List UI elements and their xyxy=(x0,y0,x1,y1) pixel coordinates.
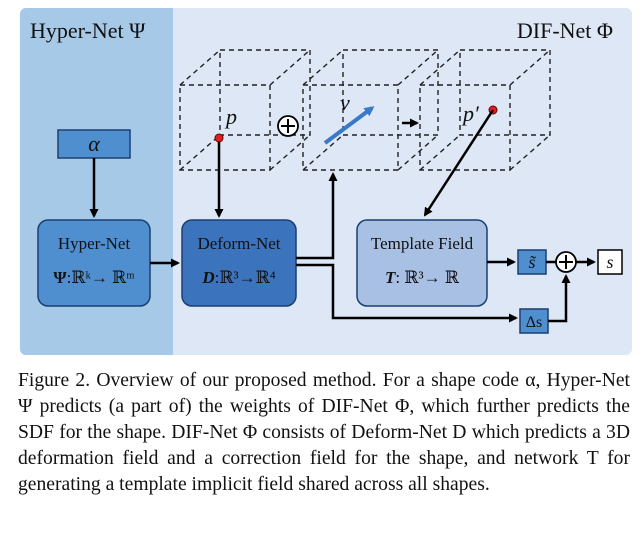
deformation-cube xyxy=(302,49,439,171)
s-tilde-box xyxy=(517,249,547,275)
alpha-label: α xyxy=(88,131,100,156)
delta-s-box xyxy=(519,308,549,334)
figure-caption-text: Figure 2. Overview of our proposed metho… xyxy=(18,370,630,495)
hypernet-box xyxy=(37,219,151,307)
deform-formula-mapping: :ℝ³→ℝ⁴ xyxy=(215,268,276,287)
deformation-vector-arrow xyxy=(323,106,375,145)
template-formula-symbol: T xyxy=(385,268,396,287)
template-field-box-formula: T: ℝ³→ ℝ xyxy=(385,268,460,287)
hypernet-box-title: Hyper-Net xyxy=(58,234,131,253)
sum-icon xyxy=(555,251,577,273)
hypernet-formula-symbol: Ψ xyxy=(53,268,67,287)
template-formula-mapping: : ℝ³→ ℝ xyxy=(395,268,459,287)
difnet-panel-title: DIF-Net Φ xyxy=(517,18,613,43)
point-p-marker xyxy=(214,133,224,143)
deform-net-box-formula: D:ℝ³→ℝ⁴ xyxy=(201,268,275,287)
s-tilde-label: s̃ xyxy=(528,252,537,272)
s-output-label: s xyxy=(606,252,613,272)
figure-caption: Figure 2. Overview of our proposed metho… xyxy=(18,368,630,498)
oplus-icon xyxy=(277,115,299,137)
hypernet-panel-title: Hyper-Net Ψ xyxy=(30,18,146,43)
connector-arrows xyxy=(89,109,596,323)
delta-s-label: Δs xyxy=(526,314,543,331)
deform-net-box-title: Deform-Net xyxy=(197,234,280,253)
overview-figure: Hyper-Net Ψ DIF-Net Φ p v p′ α Hyper-Net… xyxy=(20,8,632,355)
deform-net-box xyxy=(181,219,297,307)
input-point-cube xyxy=(179,49,311,171)
hypernet-box-formula: Ψ:ℝᵏ→ ℝᵐ xyxy=(53,268,134,287)
vector-v-label: v xyxy=(340,90,350,115)
hypernet-formula-mapping: :ℝᵏ→ ℝᵐ xyxy=(67,268,135,287)
s-output-box xyxy=(597,249,623,275)
point-p-prime-label: p′ xyxy=(461,101,480,126)
deform-formula-symbol: D xyxy=(201,268,214,287)
template-point-cube xyxy=(419,49,551,171)
template-field-box xyxy=(356,219,488,307)
point-p-label: p xyxy=(224,104,237,129)
template-field-box-title: Template Field xyxy=(371,234,474,253)
